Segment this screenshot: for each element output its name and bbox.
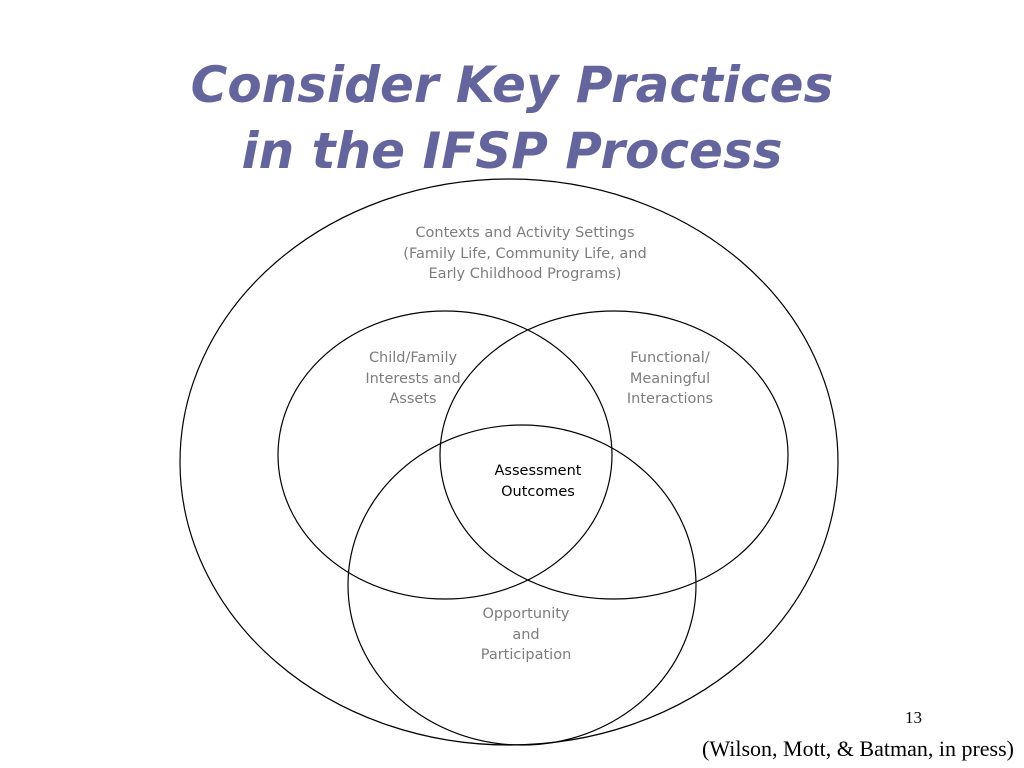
bottom-label-line: Opportunity (482, 606, 570, 622)
outer-label-line: (Family Life, Community Life, and (403, 245, 647, 262)
outer-label-line: Early Childhood Programs) (428, 266, 622, 282)
right-label-line: Functional/ (630, 350, 710, 366)
right-label-line: Meaningful (629, 370, 711, 387)
title-line-1: Consider Key Practices (190, 56, 834, 114)
citation: (Wilson, Mott, & Batman, in press) (702, 736, 1014, 761)
center-label-line: Outcomes (501, 483, 575, 500)
right-label-line: Interactions (626, 391, 714, 407)
bottom-label-line: and (512, 626, 540, 643)
right-label: Functional/ Meaningful Interactions (600, 348, 740, 410)
bottom-label-line: Participation (480, 647, 572, 663)
left-label-line: Child/Family (368, 350, 458, 366)
outer-label: Contexts and Activity Settings (Family L… (380, 223, 670, 285)
left-ellipse (277, 310, 613, 600)
page-number: 13 (905, 708, 922, 727)
left-label-line: Assets (389, 391, 437, 407)
slide-title: Consider Key Practices in the IFSP Proce… (0, 52, 1024, 184)
left-label-line: Interests and (365, 370, 461, 387)
bottom-label: Opportunity and Participation (456, 604, 596, 666)
title-line-2: in the IFSP Process (241, 122, 783, 180)
center-label: Assessment Outcomes (468, 461, 608, 502)
right-ellipse (439, 310, 789, 600)
center-label-line: Assessment (494, 463, 582, 479)
bottom-ellipse (347, 424, 697, 746)
outer-label-line: Contexts and Activity Settings (415, 225, 635, 241)
left-label: Child/Family Interests and Assets (343, 348, 483, 410)
